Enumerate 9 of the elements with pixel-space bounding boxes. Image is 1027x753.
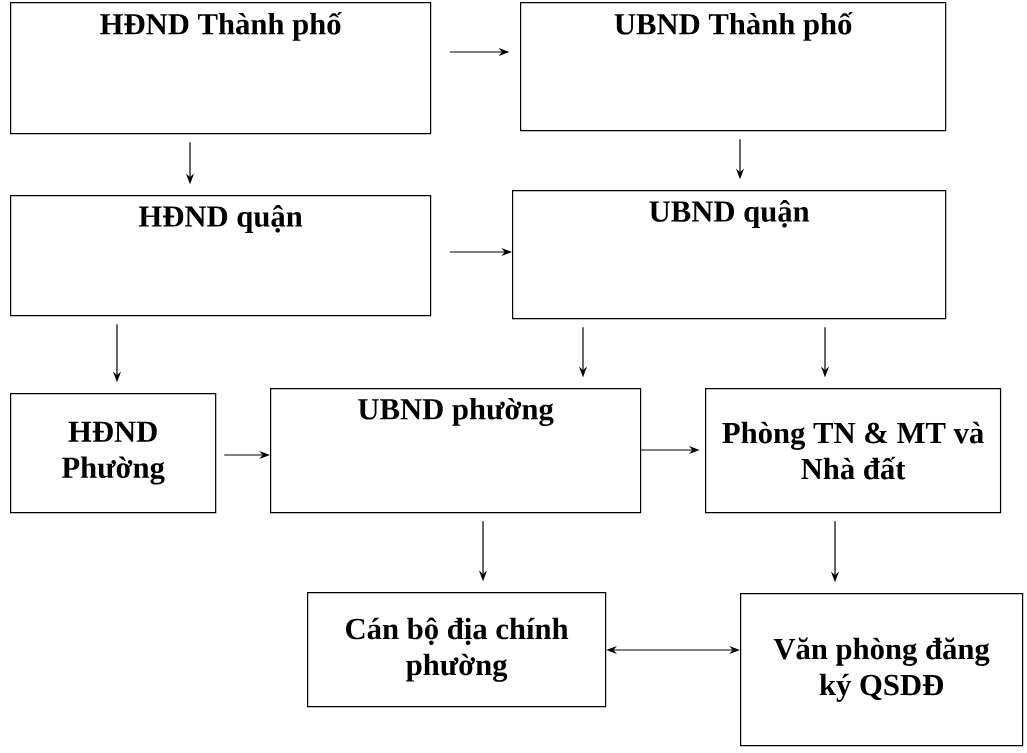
box: Cán bộ địa chính phường xyxy=(307,592,607,708)
box: UBND phường xyxy=(270,388,642,514)
box: HĐND quận xyxy=(10,195,432,317)
box: UBND Thành phố xyxy=(520,2,947,132)
box: HĐND Phường xyxy=(10,393,217,514)
box: Văn phòng đăng ký QSDĐ xyxy=(740,593,1024,747)
box: Phòng TN & MT và Nhà đất xyxy=(705,388,1002,514)
box: UBND quận xyxy=(512,190,947,320)
box: HĐND Thành phố xyxy=(10,2,432,135)
